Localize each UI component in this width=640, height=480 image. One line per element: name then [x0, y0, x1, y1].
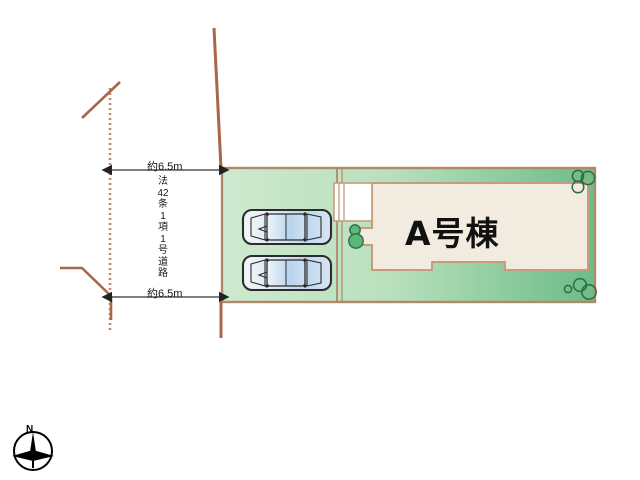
shrub-icon: [571, 169, 596, 194]
shrub-icon: [563, 277, 597, 300]
road-boundary-upper: [212, 27, 223, 169]
road-name-vertical-label: 法 42 条 1 項 1 号 道 路: [152, 176, 174, 280]
shrub-ring-a: [563, 284, 573, 294]
road-far-boundary-upper: [81, 81, 121, 119]
road-name-char: 1: [160, 233, 166, 245]
road-name-char: 路: [158, 268, 168, 279]
parking-area: [241, 208, 333, 292]
road-name-char: 条: [158, 199, 168, 210]
car-corner-c: [265, 238, 269, 242]
compass-north-label: N: [26, 424, 34, 435]
dimension-label-top: 約6.5m: [147, 161, 183, 173]
shrub-ring-c: [571, 180, 585, 194]
road-far-boundary-lower: [60, 266, 113, 320]
shrub-ring-c: [581, 284, 597, 300]
road-name-char: 項: [158, 222, 168, 233]
car-corner-a: [265, 258, 269, 262]
road-name-char: 号: [158, 245, 168, 256]
entrance-porch-icon: [333, 182, 373, 222]
shrub-ring-b: [580, 170, 596, 186]
road-name-char: 42: [157, 187, 169, 199]
compass-rose: [12, 431, 54, 471]
road-name-char: 法: [158, 176, 168, 187]
dimension-lines: [101, 164, 230, 303]
road-name-char: 1: [160, 210, 166, 222]
building-a-label: A号棟: [405, 214, 500, 253]
car-mirror: [257, 271, 268, 279]
car-corner-c: [265, 284, 269, 288]
shrub-icon: [348, 224, 364, 249]
shrub-ball-large: [348, 233, 364, 249]
car-rear-window: [306, 213, 322, 241]
car-rear-window: [306, 259, 322, 287]
car-mirror: [257, 225, 268, 233]
road-boundary-lines: [60, 27, 223, 338]
porch-slab: [333, 182, 373, 222]
car-corner-d: [303, 284, 307, 288]
dimension-label-bottom: 約6.5m: [147, 288, 183, 300]
road-name-char: 道: [158, 256, 168, 268]
car-corner-d: [303, 238, 307, 242]
car-corner-b: [303, 258, 307, 262]
car-top-view-icon: [241, 254, 333, 292]
car-corner-a: [265, 212, 269, 216]
plantings: [348, 169, 597, 300]
car-top-view-icon: [241, 208, 333, 246]
car-corner-b: [303, 212, 307, 216]
